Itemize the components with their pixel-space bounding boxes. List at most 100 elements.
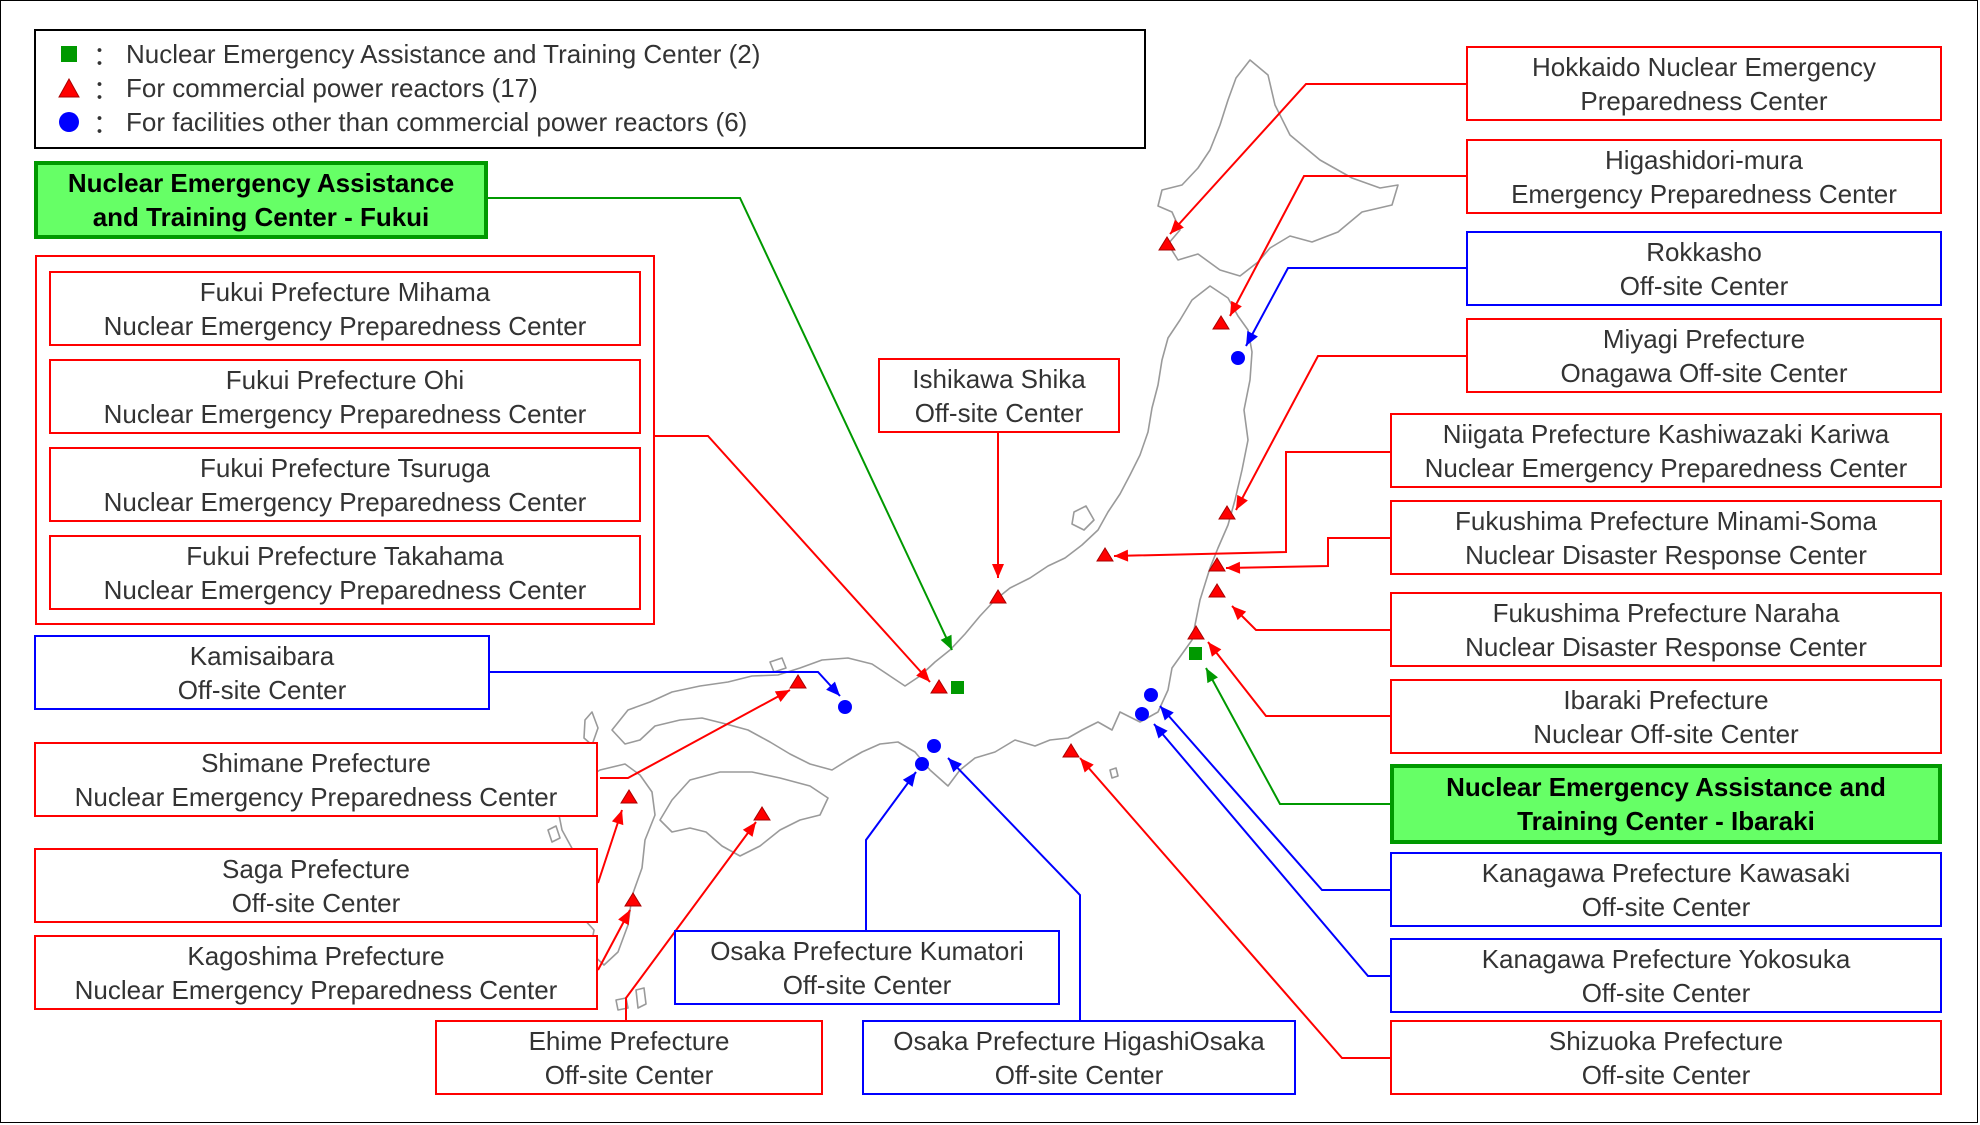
label-ohi: Fukui Prefecture Ohi Nuclear Emergency P… bbox=[49, 359, 641, 434]
label-line: Kamisaibara bbox=[189, 640, 335, 671]
connector-lines bbox=[488, 83, 1466, 1059]
connector-ehime bbox=[625, 821, 757, 1020]
label-line: Off-site Center bbox=[1581, 1059, 1751, 1090]
legend-label: For facilities other than commercial pow… bbox=[126, 106, 748, 137]
label-line: Nuclear Emergency Assistance bbox=[67, 168, 455, 198]
arrow-heads bbox=[611, 219, 1258, 926]
marker-shizuoka bbox=[1062, 743, 1080, 758]
marker-shika bbox=[989, 589, 1007, 604]
label-line: Miyagi Prefecture bbox=[1602, 323, 1806, 354]
label-line: Off-site Center bbox=[994, 1059, 1164, 1090]
island-hokkaido bbox=[1157, 59, 1399, 277]
label-kashiwazaki: Niigata Prefecture Kashiwazaki Kariwa Nu… bbox=[1390, 413, 1942, 488]
label-line: Ishikawa Shika bbox=[912, 363, 1086, 394]
marker-sendai bbox=[624, 892, 642, 907]
legend-item-blue-circle: ： For facilities other than commercial p… bbox=[52, 105, 747, 139]
arrowhead bbox=[618, 910, 630, 926]
marker-kashiwazaki bbox=[1096, 547, 1114, 562]
arrowhead bbox=[1114, 549, 1129, 562]
marker-yokosuka bbox=[1135, 707, 1149, 721]
label-line: Nuclear Emergency Preparedness Center bbox=[74, 974, 558, 1005]
island-oki bbox=[769, 657, 787, 673]
island-sado bbox=[1071, 505, 1095, 531]
arrowhead bbox=[826, 681, 840, 696]
label-line: Fukushima Prefecture Naraha bbox=[1492, 597, 1840, 628]
label-line: Nuclear Emergency Preparedness Center bbox=[103, 574, 587, 605]
label-line: Saga Prefecture bbox=[222, 853, 410, 884]
connector-hokkaido bbox=[1169, 83, 1466, 235]
connector-kumatori bbox=[865, 771, 917, 930]
label-line: Niigata Prefecture Kashiwazaki Kariwa bbox=[1442, 418, 1890, 449]
marker-higashiosaka bbox=[927, 739, 941, 753]
legend-item-green-square: ： Nuclear Emergency Assistance and Train… bbox=[52, 37, 760, 71]
label-tsuruga: Fukui Prefecture Tsuruga Nuclear Emergen… bbox=[49, 447, 641, 522]
label-line: Kanagawa Prefecture Yokosuka bbox=[1481, 943, 1851, 974]
label-line: Higashidori-mura bbox=[1605, 144, 1803, 175]
connector-higashiosaka bbox=[947, 757, 1081, 1020]
label-line: Nuclear Disaster Response Center bbox=[1465, 631, 1867, 662]
label-line: Nuclear Emergency Preparedness Center bbox=[103, 486, 587, 517]
connector-yokosuka bbox=[1153, 723, 1390, 977]
label-kagoshima: Kagoshima Prefecture Nuclear Emergency P… bbox=[34, 935, 598, 1010]
label-line: Off-site Center bbox=[1581, 891, 1751, 922]
marker-ibaraki-center bbox=[1189, 647, 1202, 660]
label-line: Nuclear Off-site Center bbox=[1533, 718, 1799, 749]
connector-onagawa bbox=[1235, 355, 1466, 511]
label-line: Kanagawa Prefecture Kawasaki bbox=[1481, 857, 1851, 888]
arrowhead bbox=[940, 634, 952, 650]
label-naraha: Fukushima Prefecture Naraha Nuclear Disa… bbox=[1390, 592, 1942, 667]
label-line: Shizuoka Prefecture bbox=[1548, 1025, 1784, 1056]
label-line: Off-site Center bbox=[544, 1059, 714, 1090]
arrowhead bbox=[916, 667, 930, 682]
marker-minamisoma bbox=[1208, 557, 1226, 572]
marker-kamisaibara bbox=[838, 700, 852, 714]
connector-shimane bbox=[600, 689, 791, 779]
island-izu bbox=[1109, 767, 1119, 779]
label-ibaraki-offsite: Ibaraki Prefecture Nuclear Off-site Cent… bbox=[1390, 679, 1942, 754]
arrowhead bbox=[774, 690, 790, 702]
legend-separator: ： bbox=[92, 40, 119, 71]
label-line: Training Center - Ibaraki bbox=[1517, 806, 1815, 836]
connector-rokkasho bbox=[1245, 267, 1466, 347]
arrowhead bbox=[1154, 724, 1168, 739]
label-line: and Training Center - Fukui bbox=[92, 202, 430, 232]
arrowhead bbox=[1230, 300, 1242, 316]
island-tanegashima bbox=[635, 987, 647, 1009]
label-line: Hokkaido Nuclear Emergency bbox=[1532, 51, 1876, 82]
label-line: Rokkasho bbox=[1646, 236, 1762, 267]
label-kumatori: Osaka Prefecture Kumatori Off-site Cente… bbox=[674, 930, 1060, 1005]
marker-kawasaki bbox=[1144, 688, 1158, 702]
label-line: Nuclear Emergency Preparedness Center bbox=[103, 398, 587, 429]
island-shikoku bbox=[659, 771, 829, 857]
arrowhead bbox=[1206, 668, 1218, 684]
label-shika: Ishikawa Shika Off-site Center bbox=[878, 358, 1120, 433]
legend: ： Nuclear Emergency Assistance and Train… bbox=[34, 29, 1146, 149]
marker-rokkasho bbox=[1231, 351, 1245, 365]
connector-minamisoma bbox=[1225, 537, 1390, 569]
label-line: Ibaraki Prefecture bbox=[1563, 684, 1769, 715]
label-line: Osaka Prefecture HigashiOsaka bbox=[893, 1025, 1265, 1056]
marker-kumatori bbox=[915, 757, 929, 771]
label-line: Osaka Prefecture Kumatori bbox=[710, 935, 1024, 966]
label-line: Shimane Prefecture bbox=[201, 747, 431, 778]
label-minamisoma: Fukushima Prefecture Minami-Soma Nuclear… bbox=[1390, 500, 1942, 575]
arrowhead bbox=[948, 758, 963, 773]
arrowhead bbox=[1160, 706, 1174, 721]
marker-ikata bbox=[753, 806, 771, 821]
arrowhead bbox=[1080, 758, 1094, 773]
connector-fukui-center bbox=[488, 197, 953, 651]
label-ehime: Ehime Prefecture Off-site Center bbox=[435, 1020, 823, 1095]
map-outline bbox=[547, 59, 1399, 1011]
label-line: Off-site Center bbox=[782, 969, 952, 1000]
label-line: Off-site Center bbox=[231, 887, 401, 918]
label-hokkaido: Hokkaido Nuclear Emergency Preparedness … bbox=[1466, 46, 1942, 121]
connector-higashidori bbox=[1229, 175, 1466, 317]
label-mihama: Fukui Prefecture Mihama Nuclear Emergenc… bbox=[49, 271, 641, 346]
red-triangle-icon bbox=[52, 71, 86, 105]
label-higashiosaka: Osaka Prefecture HigashiOsaka Off-site C… bbox=[862, 1020, 1296, 1095]
map-markers bbox=[620, 236, 1245, 907]
island-tsushima bbox=[583, 711, 599, 746]
